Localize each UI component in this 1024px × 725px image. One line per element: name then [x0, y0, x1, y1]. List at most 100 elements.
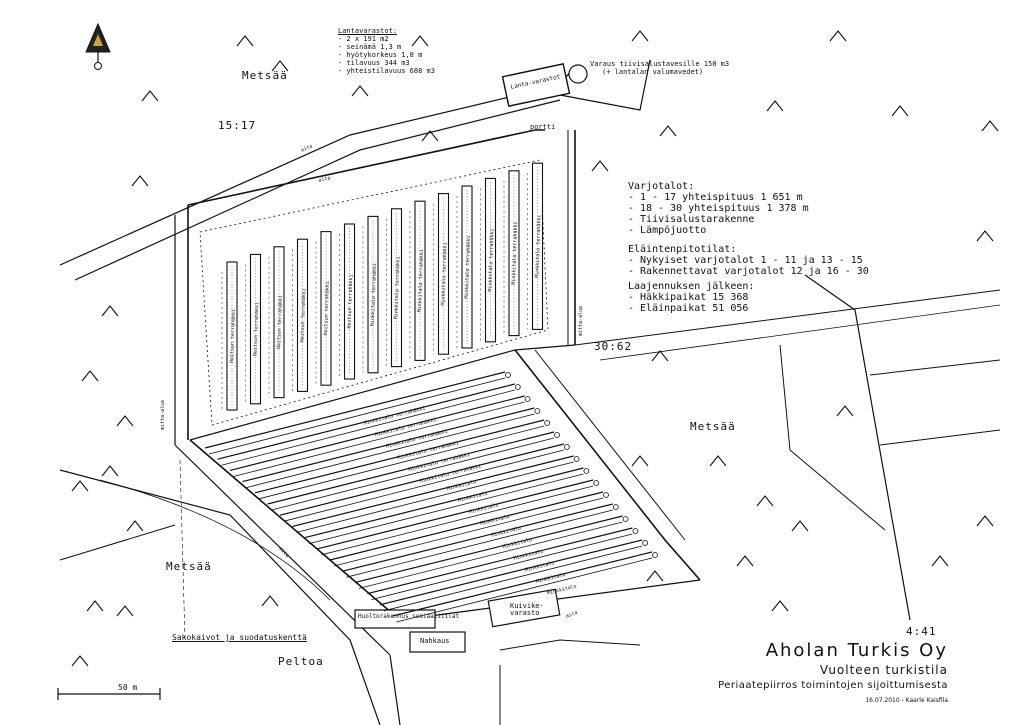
tree-icon	[651, 350, 669, 362]
tree-icon	[659, 125, 677, 137]
forest-label-top: Metsää	[242, 69, 288, 82]
tree-icon	[631, 455, 649, 467]
legend: Varjotalot: - 1 - 17 yhteispituus 1 651 …	[628, 181, 869, 314]
tree-icon	[116, 605, 134, 617]
tree-icon	[766, 100, 784, 112]
shade-house-label: Hoitsun terrahäkki	[253, 302, 261, 356]
septic-label: Sakokaivot ja suodatuskenttä	[172, 633, 307, 642]
tree-icon	[421, 130, 439, 142]
shade-house-label: Minkkitalo terrahäkki	[370, 263, 378, 326]
manure-store-line: - 2 x 191 m2	[338, 35, 389, 43]
shade-house: Hoitsun terrahäkki	[268, 246, 285, 399]
tree-icon	[829, 30, 847, 42]
tree-icon	[736, 555, 754, 567]
drawing-subtitle: Periaatepiirros toimintojen sijoittumise…	[718, 680, 948, 691]
tank-note-line1: Varaus tiivisalustavesille 150 m3	[590, 60, 730, 68]
water-tank-icon	[568, 64, 588, 84]
legend-item: - Eläinpaikat 51 056	[628, 303, 749, 314]
legend-item: - Lämpöjuotto	[628, 225, 707, 236]
legend-item: - Rakennettavat varjotalot 12 ja 16 - 30	[628, 266, 869, 277]
scale-bar	[57, 688, 161, 700]
tree-icon	[771, 600, 789, 612]
tree-icon	[836, 405, 854, 417]
tree-icon	[709, 455, 727, 467]
tree-icon	[591, 160, 609, 172]
legend-item: - 1 - 17 yhteispituus 1 651 m	[628, 192, 803, 203]
gate-label: portti	[530, 123, 556, 131]
shade-house: Minkkitalo terrahäkki	[409, 200, 426, 361]
tree-icon	[631, 30, 649, 42]
shade-house: Minkkitalo terrahäkki	[456, 185, 473, 349]
property-line-east	[574, 289, 1001, 346]
tree-icon	[86, 600, 104, 612]
legend-item: - Nykyiset varjotalot 1 - 11 ja 13 - 15	[628, 255, 863, 266]
road-top	[59, 84, 561, 266]
shade-house: Minkkitalo terrahäkki	[362, 215, 379, 374]
shade-house: Hoitsun terrahäkki	[245, 253, 262, 405]
legend-item: - Häkkipaikat 15 368	[628, 292, 749, 303]
manure-area-boundary	[559, 59, 651, 111]
tree-icon	[981, 120, 999, 132]
shade-house: Hoitsun terrahäkki	[315, 231, 332, 386]
shade-house-label: Minkkitalo terrahäkki	[464, 235, 472, 298]
tree-icon	[116, 415, 134, 427]
tree-icon	[236, 35, 254, 47]
tree-icon	[81, 370, 99, 382]
tree-icon	[756, 495, 774, 507]
hall-label: Minkkitalo	[547, 583, 578, 596]
tree-icon	[71, 655, 89, 667]
bedding-store-label: Kuivike-varasto	[510, 602, 544, 617]
tree-icon	[131, 175, 149, 187]
shade-house-label: Minkkitalo terrahäkki	[440, 242, 448, 305]
tree-icon	[141, 90, 159, 102]
tree-icon	[976, 230, 994, 242]
tree-icon	[976, 515, 994, 527]
company-name: Aholan Turkis Oy	[765, 640, 948, 661]
fence-north	[187, 129, 545, 206]
road-southwest	[59, 469, 381, 725]
legend-title-animal-spaces: Eläintenpitotilat:	[628, 244, 737, 255]
building-bedding-store	[487, 588, 561, 628]
tree-icon	[931, 555, 949, 567]
tree-icon	[261, 595, 279, 607]
legend-item: - Tiivisalustarakenne	[628, 214, 755, 225]
tree-icon	[646, 570, 664, 582]
drawing-footer: 16.07.2010 - Kaarle Kaisfila	[865, 697, 948, 704]
tree-icon	[71, 480, 89, 492]
shade-house: Minkkitalo terrahäkki	[433, 193, 450, 355]
shade-house: Hoitsun terrahäkki	[292, 238, 309, 392]
tree-icon	[351, 85, 369, 97]
shade-house: Hoitsun terrahäkki	[339, 223, 356, 380]
legend-title-after-expansion: Laajennuksen jälkeen:	[628, 281, 755, 292]
tree-icon	[101, 305, 119, 317]
shade-house-label: Minkkitalo terrahäkki	[534, 215, 542, 278]
building-skinning	[409, 631, 466, 653]
shade-house-label: Hoitsun terrahäkki	[276, 295, 284, 349]
manure-store-note: Lantavarastot: - 2 x 191 m2 - seinämä 1,…	[338, 27, 435, 75]
shade-house: Minkkitalo terrahäkki	[480, 177, 497, 343]
fence-southeast	[514, 349, 701, 581]
title-block: Aholan Turkis Oy Vuolteen turkistila Per…	[718, 640, 948, 704]
tree-icon	[411, 35, 429, 47]
manure-store-line: - seinämä 1,3 m	[338, 43, 402, 51]
shade-house-label: Hoitsun terrahäkki	[347, 274, 355, 328]
code-right: 30:62	[594, 340, 633, 353]
manure-store-title: Lantavarastot:	[338, 27, 398, 35]
farm-name: Vuolteen turkistila	[819, 663, 948, 677]
fence-southwest	[189, 439, 401, 621]
shade-house-label: Hoitsun terrahäkki	[323, 281, 331, 335]
tree-icon	[791, 520, 809, 532]
tank-note-line2: (+ lantalan valumavedet)	[602, 68, 704, 76]
field-label: Peltoa	[278, 655, 324, 668]
building-maintenance	[354, 609, 436, 629]
shade-house: Minkkitalo terrahäkki	[527, 162, 544, 330]
shade-house: Hoitsun terrahäkki	[221, 261, 238, 411]
tree-icon	[101, 465, 119, 477]
shade-house: Minkkitalo terrahäkki	[386, 208, 403, 368]
shade-house: Minkkitalo terrahäkki	[503, 170, 520, 337]
forest-label-right: Metsää	[690, 420, 736, 433]
code-bottom-right: 4:41	[906, 625, 937, 638]
